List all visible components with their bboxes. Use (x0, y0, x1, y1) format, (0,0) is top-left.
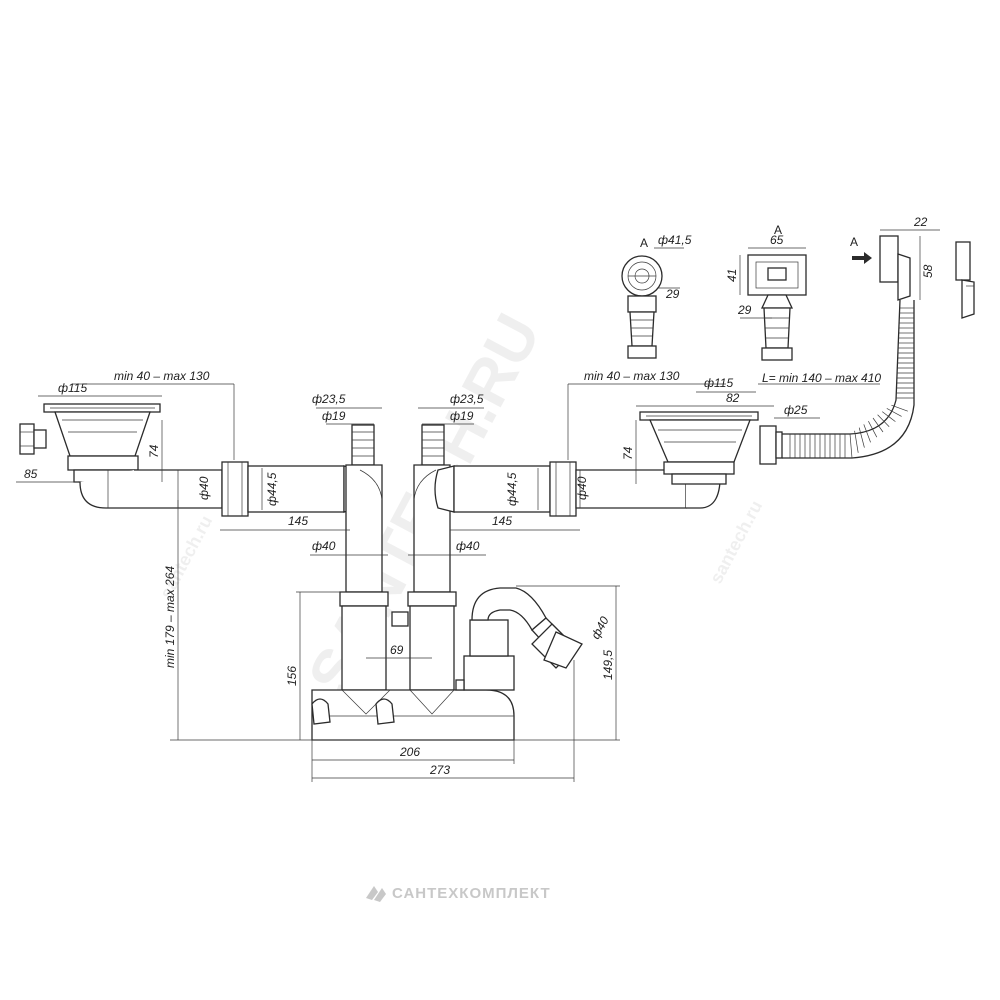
dim-149-5: 149,5 (601, 650, 615, 680)
santehkomplekt-logo-icon (366, 886, 386, 902)
view-a-rectangular (747, 254, 807, 361)
left-horizontal-pipe (79, 461, 364, 517)
dim-d40-trap: ф40 (588, 614, 611, 641)
hose-rib (877, 414, 890, 428)
right-basket-strainer (639, 411, 783, 485)
dim-206: 206 (399, 745, 420, 759)
dim-65: 65 (770, 233, 784, 247)
dim-22: 22 (913, 215, 928, 229)
label-view-a-arrow: A (850, 235, 858, 249)
overflow-head (879, 235, 975, 319)
dim-min-max-264: min 179 – max 264 (163, 566, 177, 668)
dim-d19-left: ф19 (322, 409, 346, 423)
hose-rib (854, 430, 859, 453)
dim-d23-5-right: ф23,5 (450, 392, 484, 406)
dim-69: 69 (390, 643, 404, 657)
hose-rib (886, 408, 902, 417)
dim-d115-right: ф115 (704, 376, 733, 390)
left-basket-strainer (19, 403, 161, 483)
label-view-a-2: A (774, 223, 782, 237)
dim-min-max-130-right: min 40 – max 130 (584, 369, 680, 383)
dim-d44-5-left: ф44,5 (265, 472, 279, 506)
dim-85: 85 (24, 467, 38, 481)
hose-rib (872, 417, 884, 433)
dim-min-max-130-left: min 40 – max 130 (114, 369, 210, 383)
overflow-corrugated-hose (782, 299, 915, 459)
dim-29-a1: 29 (665, 287, 680, 301)
dim-29-a2: 29 (737, 303, 752, 317)
dim-d115-left: ф115 (58, 381, 87, 395)
right-horizontal-pipe (434, 461, 721, 517)
dim-d40-left: ф40 (197, 476, 211, 500)
label-view-a-1: A (640, 236, 648, 250)
dim-d41-5: ф41,5 (658, 233, 692, 247)
dim-74-left: 74 (147, 444, 161, 458)
left-standpipe (339, 424, 389, 691)
dim-74-right: 74 (621, 446, 635, 460)
watermark-small-right: santech.ru (706, 497, 766, 587)
dim-156: 156 (285, 666, 299, 686)
dim-d19-right: ф19 (450, 409, 474, 423)
hose-rib (881, 411, 896, 422)
dim-d40-mid-right: ф40 (456, 539, 480, 553)
dim-41: 41 (725, 269, 739, 282)
dim-82: 82 (726, 391, 740, 405)
dim-hose-length: L= min 140 – max 410 (762, 371, 881, 385)
arrow-right-icon (852, 252, 872, 264)
hose-rib (858, 427, 865, 448)
hose-rib (891, 404, 908, 412)
dim-d23-5-left: ф23,5 (312, 392, 346, 406)
dim-145-right: 145 (492, 514, 512, 528)
dimension-lines (16, 229, 940, 782)
dim-d40-right: ф40 (575, 476, 589, 500)
hose-rib (863, 424, 871, 443)
hose-rib (849, 433, 853, 459)
hose-rib (868, 421, 878, 438)
dim-d40-mid-left: ф40 (312, 539, 336, 553)
right-standpipe (407, 424, 457, 691)
dim-145-left: 145 (288, 514, 308, 528)
dim-58: 58 (921, 264, 935, 278)
dim-d25: ф25 (784, 403, 808, 417)
view-a-circular (621, 255, 663, 359)
bottom-trap-block (311, 587, 583, 741)
dim-d44-5-right: ф44,5 (505, 472, 519, 506)
brand-name: САНТЕХКОМПЛЕКТ (392, 885, 551, 902)
dim-273: 273 (429, 763, 450, 777)
